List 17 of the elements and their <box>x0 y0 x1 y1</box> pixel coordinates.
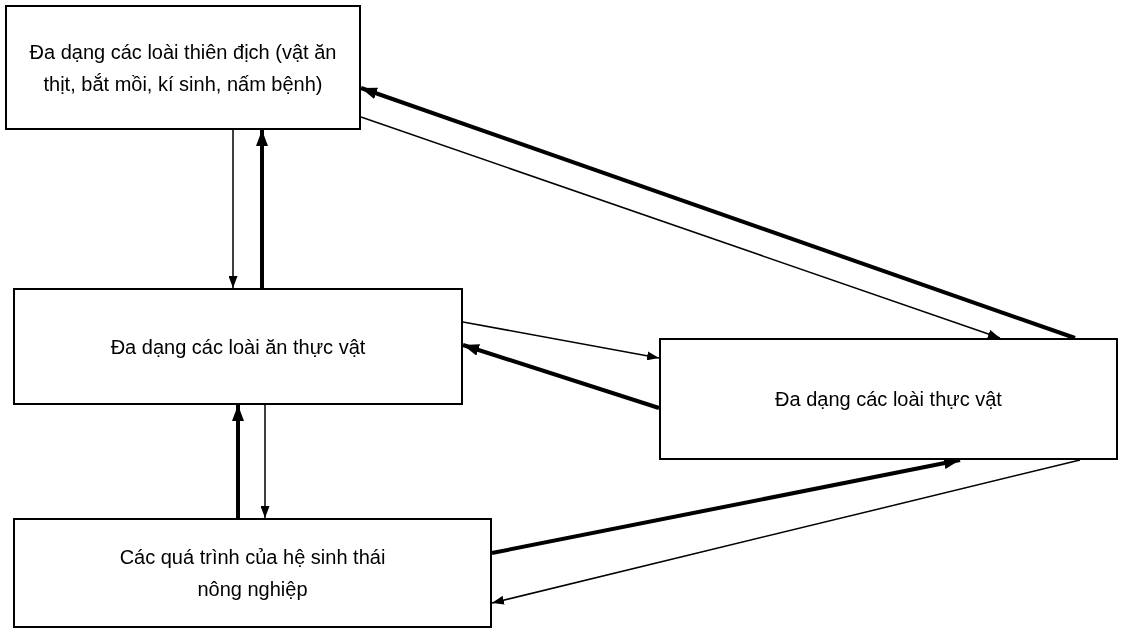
arrow <box>228 129 238 289</box>
process-box <box>659 338 1118 460</box>
arrow <box>260 404 270 519</box>
arrow <box>256 130 268 288</box>
arrow <box>491 459 1081 605</box>
process-box <box>5 5 361 130</box>
process-box <box>13 288 463 405</box>
box-label: Đa dạng các loài ăn thực vật <box>110 334 366 360</box>
box-label: Các quá trình của hệ sinh thái nông nghiệp <box>118 545 387 602</box>
arrow <box>360 116 1001 339</box>
arrow <box>360 86 1076 340</box>
box-label: Đa dạng các loài thiên địch (vật ăn thịt, bắt mồi, kí sinh, nấm bệnh) <box>28 39 338 97</box>
box-label: Đa dạng các loài thực vật <box>775 387 1002 412</box>
arrow <box>462 343 660 410</box>
arrow <box>232 405 244 518</box>
process-box <box>13 518 492 628</box>
arrow <box>462 321 660 361</box>
